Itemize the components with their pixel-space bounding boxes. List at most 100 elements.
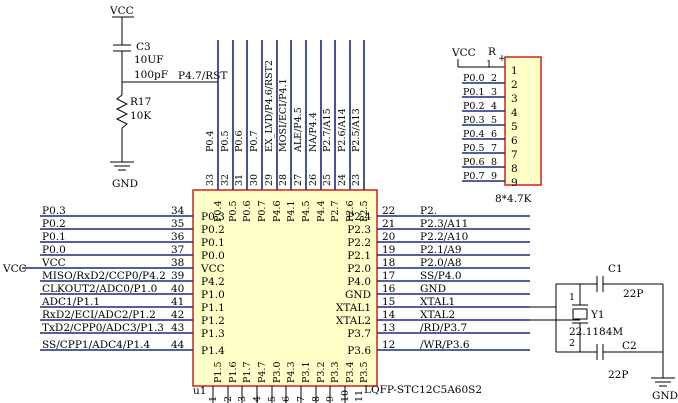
right-pin-num-13: 13	[382, 322, 395, 334]
c1-ref: C1	[608, 263, 623, 275]
right-pin-name-21: P2.3	[347, 224, 371, 236]
bottom-pin-num-2: 2	[223, 396, 234, 402]
bottom-pin-num-3: 3	[237, 396, 248, 402]
left-net-44: SS/CPP1/ADC4/P1.4	[42, 339, 150, 351]
left-net-35: P0.2	[42, 218, 66, 230]
vcc-rpack-label: VCC	[451, 47, 476, 59]
rpack-net-pin-5: 5	[491, 115, 497, 126]
bottom-pin-num-6: 6	[281, 396, 292, 402]
bottom-pin-name-3: P1.7	[242, 361, 253, 383]
left-pin-num-42: 42	[171, 309, 184, 321]
rpack-pin-5: 5	[511, 121, 518, 133]
right-net-19: P2.1/A9	[420, 244, 462, 256]
bottom-pin-name-6: P4.3	[286, 361, 297, 383]
right-pin-num-15: 15	[382, 296, 395, 308]
right-pin-name-18: P2.0	[347, 263, 371, 275]
left-pin-num-44: 44	[171, 339, 185, 351]
left-pin-num-40: 40	[171, 283, 184, 295]
top-pin-name-25: P2.7	[330, 200, 341, 222]
left-net-42: RxD2/ECI/ADC2/P1.2	[42, 309, 156, 321]
rpack-net-3: P0.2	[463, 101, 485, 112]
bus-label-p0-5: P0.5	[220, 130, 231, 152]
top-pin-num-26: 26	[308, 174, 319, 186]
y1-value: 22.1184M	[569, 326, 623, 338]
left-pin-name-36: P0.1	[201, 237, 225, 249]
bus-label-p2-6: P2.6/A14	[337, 108, 348, 152]
rpack-pin-2: 2	[511, 79, 518, 91]
rpack-ref: R	[488, 46, 497, 58]
left-pin-name-41: P1.1	[201, 302, 225, 314]
right-pin-name-12: P3.6	[347, 345, 371, 357]
r17-value: 10K	[130, 110, 151, 122]
bottom-pin-name-5: P3.0	[272, 361, 283, 383]
top-pin-name-26: P4.4	[316, 200, 327, 222]
top-pin-num-23: 23	[351, 174, 362, 186]
left-pin-name-39: P4.2	[201, 276, 225, 288]
left-pin-num-39: 39	[171, 270, 184, 282]
rpack-net-pin-4: 4	[491, 101, 497, 112]
chip-body	[192, 189, 378, 387]
left-pin-num-38: 38	[171, 257, 184, 269]
left-pin-num-35: 35	[171, 218, 184, 230]
bus-label-p0-6: P0.6	[234, 130, 245, 152]
rpack-net-1: P0.0	[463, 73, 485, 84]
top-pin-name-29: P4.6	[272, 200, 283, 222]
right-pin-name-14: XTAL2	[336, 315, 371, 327]
left-pin-name-44: P1.4	[201, 345, 225, 357]
rpack-body	[504, 56, 542, 186]
rpack-value: 8*4.7K	[495, 193, 532, 205]
vcc-top-label: VCC	[109, 5, 134, 17]
left-pin-name-34: P0.3	[201, 211, 225, 223]
left-net-34: P0.3	[42, 205, 66, 217]
bottom-pin-name-4: P4.7	[257, 361, 268, 383]
left-pin-num-36: 36	[171, 231, 185, 243]
right-pin-name-22: P2.4	[347, 211, 371, 223]
top-pin-name-30: P0.7	[257, 200, 268, 222]
resistor-pack: VCC R 1 + 1 2 3 4 5 6 7 8 9 P0.0 P0.1 P0…	[451, 46, 542, 205]
bottom-pin-name-1: P1.5	[213, 361, 224, 383]
chip-left-pins: VCC P0.3 P0.2 P0.1 P0.0 VCC MISO/RxD2/CC…	[2, 205, 225, 357]
top-pin-name-27: P4.5	[301, 200, 312, 222]
gnd-left-label: GND	[112, 178, 138, 190]
bottom-pin-name-2: P1.6	[228, 361, 239, 383]
right-pin-num-14: 14	[382, 309, 396, 321]
y1-pin1: 1	[569, 292, 575, 303]
top-pin-num-31: 31	[234, 174, 245, 186]
rpack-net-pin-9: 9	[491, 171, 497, 182]
top-pin-num-30: 30	[249, 174, 260, 186]
r17-ref: R17	[130, 96, 151, 108]
rpack-net-pin-3: 3	[491, 87, 497, 98]
left-pin-num-37: 37	[171, 244, 184, 256]
right-pin-num-18: 18	[382, 257, 395, 269]
top-pin-name-31: P0.6	[242, 200, 253, 222]
chip-bottom-pins: P1.5 P1.6 P1.7 P4.7 P3.0 P4.3 P3.1 P3.2 …	[208, 361, 370, 403]
right-net-18: P2.0/A8	[420, 257, 462, 269]
bottom-pin-num-4: 4	[252, 396, 263, 402]
rpack-pin-4: 4	[511, 107, 518, 119]
rpack-pin-3: 3	[511, 93, 518, 105]
top-pin-name-28: P4.1	[286, 200, 297, 222]
rpack-net-pin-8: 8	[491, 157, 497, 168]
right-net-21: P2.3/A11	[420, 218, 468, 230]
right-pin-name-20: P2.2	[347, 237, 371, 249]
right-pin-name-15: XTAL1	[336, 302, 371, 314]
rpack-net-6: P0.5	[463, 143, 485, 154]
chip-top-pins: 33 32 31 30 29 28 27 26 25 24 23 P0.4 P0…	[205, 174, 370, 222]
bottom-pin-name-8: P3.2	[316, 361, 327, 383]
top-pin-name-33: P0.4	[213, 200, 224, 222]
reset-circuit: VCC C3 10UF 100pF P4.7/RST R17 10K GND	[109, 5, 227, 190]
bus-label-p0-7: P0.7	[249, 130, 260, 152]
bottom-pin-name-10: P3.4	[345, 361, 356, 383]
rpack-nets: P0.0 P0.1 P0.2 P0.3 P0.4 P0.5 P0.6 P0.7 …	[462, 73, 505, 182]
rpack-net-pin-6: 6	[491, 129, 497, 140]
rpack-pin-7: 7	[511, 149, 518, 161]
left-net-40: CLKOUT2/ADC0/P1.0	[42, 283, 157, 295]
right-pin-num-21: 21	[382, 218, 395, 230]
rpack-pin1-label: 1	[486, 59, 492, 70]
right-pin-num-20: 20	[382, 231, 395, 243]
right-pin-name-16: GND	[345, 289, 371, 301]
crystal-circuit: C1 22P 1 2 Y1 22.1184M C2 22P GND	[530, 263, 678, 402]
c3-ref: C3	[136, 41, 151, 53]
bottom-pin-name-9: P3.3	[330, 361, 341, 383]
